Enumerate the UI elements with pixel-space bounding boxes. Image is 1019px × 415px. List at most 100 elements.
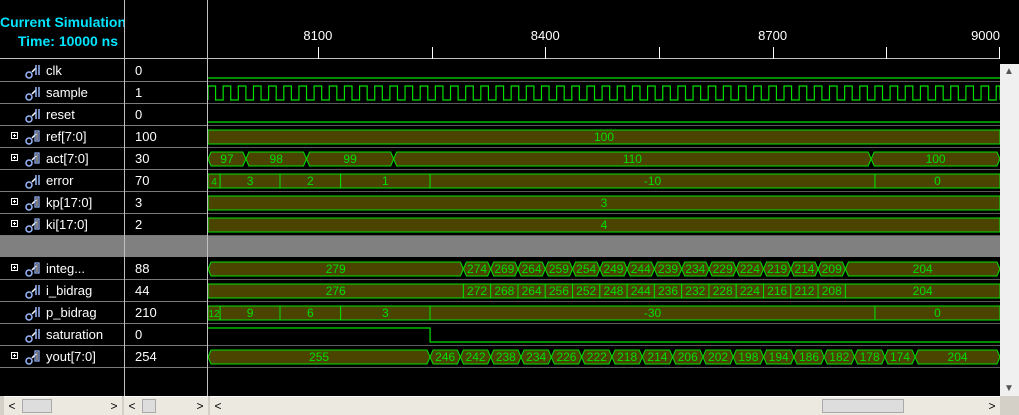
bus-segment: 209 — [817, 261, 846, 277]
bus-segment: 2 — [279, 173, 342, 189]
names-scroll-thumb[interactable] — [22, 399, 52, 413]
bus-segment: 4 — [208, 217, 1000, 233]
bus-value-label: 182 — [829, 350, 849, 364]
bus-signal-icon — [25, 217, 41, 233]
signal-row[interactable]: sample — [0, 82, 124, 104]
minor-tick — [658, 47, 660, 59]
bus-value-label: 248 — [603, 284, 623, 298]
bus-segment: 229 — [708, 261, 737, 277]
signal-row[interactable]: integ... — [0, 258, 124, 280]
bus-value-label: 2 — [307, 174, 314, 188]
bus-value-label: 9 — [247, 306, 254, 320]
scroll-right-icon[interactable]: > — [196, 399, 204, 413]
scroll-left-icon[interactable]: < — [8, 399, 16, 413]
scroll-up-icon[interactable]: ▲ — [1004, 66, 1014, 77]
signal-value: 88 — [135, 261, 150, 276]
bus-value-label: 256 — [549, 284, 569, 298]
bus-segment: 0 — [874, 173, 1000, 189]
values-hscrollbar[interactable]: < > — [124, 396, 208, 415]
simulation-time-header: Current Simulation Time: 10000 ns — [0, 0, 124, 59]
bus-segment: 272 — [462, 283, 492, 299]
bus-segment: 264 — [517, 261, 546, 277]
bus-segment: 216 — [763, 283, 792, 299]
bus-segment: 204 — [914, 349, 1000, 365]
bus-value-label: 246 — [435, 350, 455, 364]
signal-value: 2 — [135, 217, 143, 232]
bus-segment: 98 — [245, 151, 308, 167]
bus-value-label: 100 — [926, 152, 946, 166]
value-row: 0 — [125, 60, 207, 82]
bus-segment: 206 — [672, 349, 704, 365]
expand-icon[interactable] — [11, 352, 18, 359]
signal-name: ki[17:0] — [46, 217, 88, 232]
bit-signal-icon — [25, 85, 41, 101]
title-line2: Time: 10000 ns — [17, 33, 118, 49]
group-divider — [208, 236, 1000, 257]
signal-row[interactable]: reset — [0, 104, 124, 126]
bus-value-label: 100 — [594, 130, 614, 144]
expand-icon[interactable] — [11, 220, 18, 227]
wave-hscrollbar[interactable]: < > — [210, 396, 1000, 415]
bus-segment: 259 — [544, 261, 574, 277]
bus-segment: 222 — [581, 349, 613, 365]
signal-value: 0 — [135, 63, 143, 78]
values-scroll-thumb[interactable] — [142, 399, 156, 413]
signal-name: p_bidrag — [46, 305, 97, 320]
bus-value-label: 236 — [658, 284, 678, 298]
signal-row[interactable]: saturation — [0, 324, 124, 346]
horizontal-scrollbars: < > < > < > — [0, 396, 1019, 415]
signal-name: sample — [46, 85, 88, 100]
bit-signal-icon — [25, 305, 41, 321]
signal-row[interactable]: i_bidrag — [0, 280, 124, 302]
expand-icon[interactable] — [11, 264, 18, 271]
bus-value-label: 99 — [343, 152, 357, 166]
scroll-down-icon[interactable]: ▼ — [1004, 383, 1014, 394]
bus-value-label: 274 — [467, 262, 487, 276]
signal-row[interactable]: kp[17:0] — [0, 192, 124, 214]
bit-waveform — [208, 327, 1000, 343]
signal-name: i_bidrag — [46, 283, 93, 298]
value-row: 88 — [125, 258, 207, 280]
bus-signal-icon — [25, 349, 41, 365]
scroll-left-icon[interactable]: < — [128, 399, 136, 413]
wave-scroll-thumb[interactable] — [822, 399, 904, 413]
bus-segment: 252 — [572, 283, 601, 299]
signal-row[interactable]: yout[7:0] — [0, 346, 124, 368]
scroll-right-icon[interactable]: > — [988, 399, 996, 413]
bus-value-label: 0 — [934, 174, 941, 188]
signal-names-pane: Current Simulation Time: 10000 ns clk sam… — [0, 0, 124, 396]
expand-icon[interactable] — [11, 132, 18, 139]
vertical-scrollbar[interactable]: ▲ ▼ — [1000, 64, 1019, 396]
value-row: 44 — [125, 280, 207, 302]
bus-value-label: 212 — [794, 284, 814, 298]
bus-segment: 226 — [550, 349, 583, 365]
signal-row[interactable]: p_bidrag — [0, 302, 124, 324]
signal-row[interactable]: ki[17:0] — [0, 214, 124, 236]
group-divider — [125, 236, 207, 257]
signal-row[interactable]: clk — [0, 60, 124, 82]
signal-row[interactable]: ref[7:0] — [0, 126, 124, 148]
bus-value-label: 239 — [658, 262, 678, 276]
bus-segment: 214 — [641, 349, 674, 365]
value-row: 210 — [125, 302, 207, 324]
bus-segment: 186 — [793, 349, 825, 365]
bus-segment: 234 — [520, 349, 552, 365]
expand-icon[interactable] — [11, 198, 18, 205]
tick-label: 8700 — [758, 28, 788, 43]
bus-value-label: 276 — [326, 284, 346, 298]
signal-row[interactable]: act[7:0] — [0, 148, 124, 170]
bus-segment: 12 — [208, 305, 221, 321]
bus-segment: 232 — [681, 283, 710, 299]
signal-row[interactable]: error — [0, 170, 124, 192]
bus-segment: 208 — [817, 283, 846, 299]
scroll-right-icon[interactable]: > — [110, 399, 118, 413]
bus-value-label: 218 — [617, 350, 637, 364]
scroll-left-icon[interactable]: < — [214, 399, 222, 413]
names-hscrollbar[interactable]: < > — [4, 396, 122, 415]
signal-value: 100 — [135, 129, 157, 144]
expand-icon[interactable] — [11, 154, 18, 161]
bus-segment: 202 — [702, 349, 734, 365]
